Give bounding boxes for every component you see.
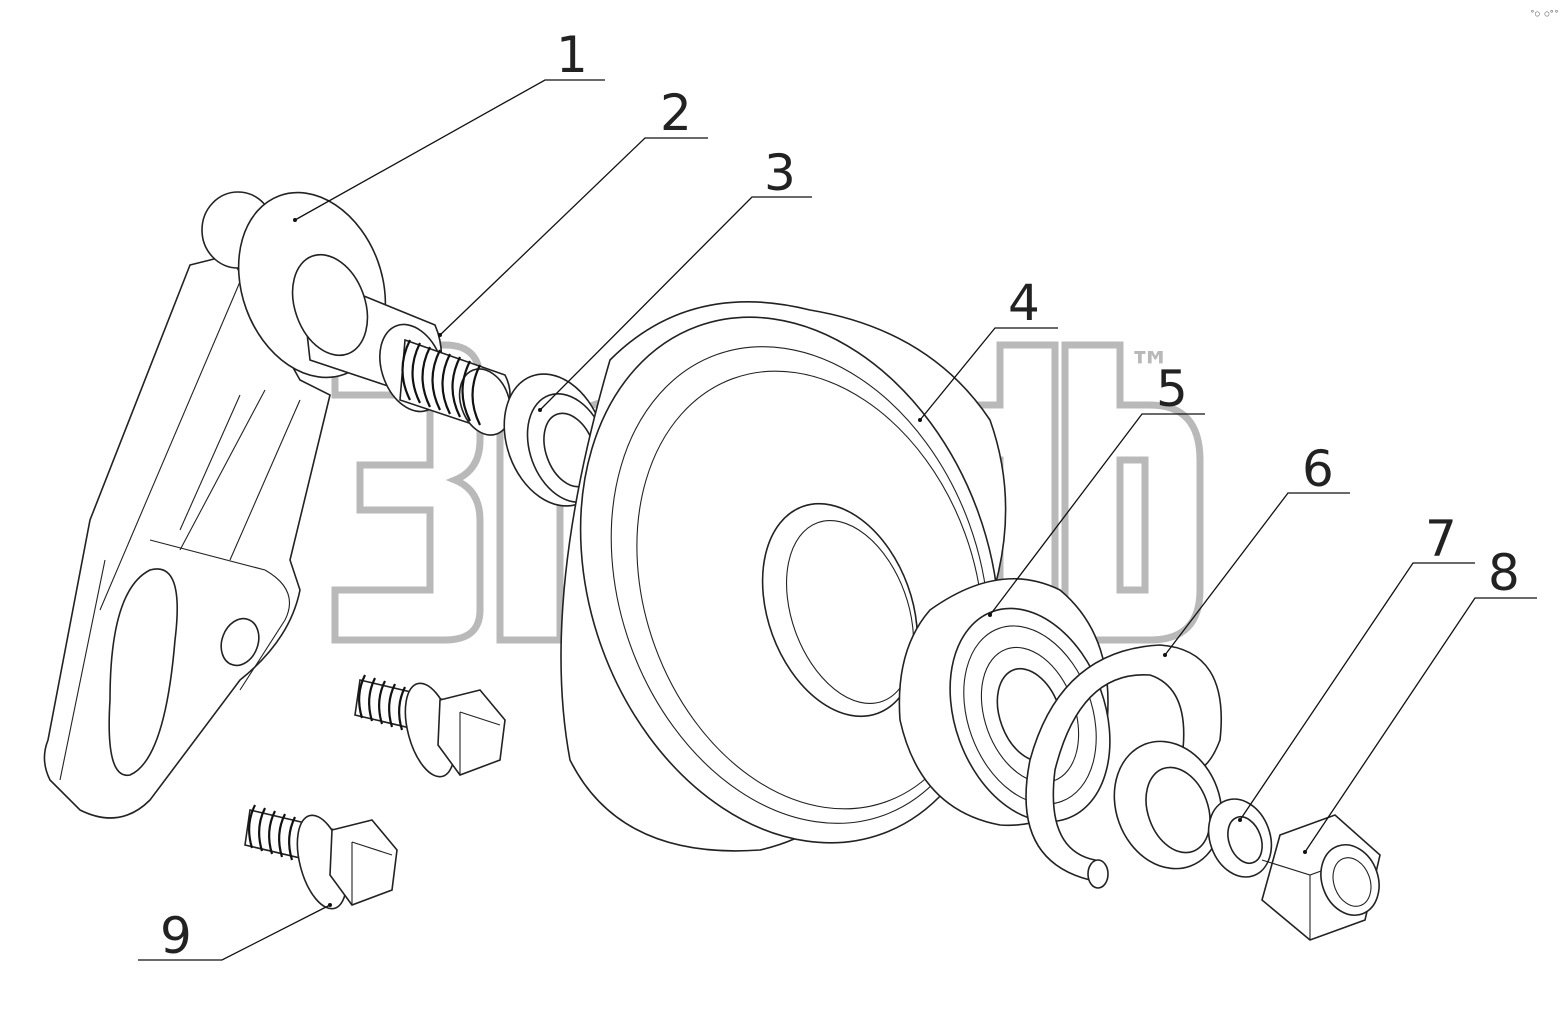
callout-5: 5 xyxy=(1156,360,1188,418)
leader-5 xyxy=(989,413,1205,616)
callout-7: 7 xyxy=(1425,510,1457,568)
leader-7 xyxy=(1239,562,1475,821)
leader-2 xyxy=(439,137,708,336)
part-1-tension-arm xyxy=(43,191,445,819)
callout-6: 6 xyxy=(1302,440,1334,498)
callout-1: 1 xyxy=(556,26,588,84)
callout-8: 8 xyxy=(1488,544,1520,602)
leader-9 xyxy=(138,904,331,961)
corner-mark: °○ ○°° xyxy=(1530,9,1559,18)
leader-lines xyxy=(138,79,1537,961)
part-7-washer xyxy=(1113,740,1273,878)
callout-labels: 1 2 3 4 5 6 7 8 9 xyxy=(160,26,1520,965)
callout-4: 4 xyxy=(1008,274,1040,332)
leader-3 xyxy=(539,196,812,411)
part-4-pulley xyxy=(560,301,1007,852)
callout-3: 3 xyxy=(764,144,796,202)
leader-8 xyxy=(1304,597,1537,853)
part-5-bearing xyxy=(898,577,1111,827)
trademark-mark: ™ xyxy=(1128,343,1172,394)
part-9-flange-bolt-upper xyxy=(354,674,506,778)
leader-1 xyxy=(294,79,605,221)
part-8-hex-nut xyxy=(1261,814,1381,941)
part-6-retaining-ring xyxy=(1025,644,1222,889)
callout-9: 9 xyxy=(160,907,192,965)
part-9-flange-bolt-lower xyxy=(244,804,398,910)
callout-2: 2 xyxy=(660,84,692,142)
leader-6 xyxy=(1164,492,1350,656)
leader-4 xyxy=(919,327,1058,421)
part-2-threaded-stud xyxy=(399,338,512,436)
